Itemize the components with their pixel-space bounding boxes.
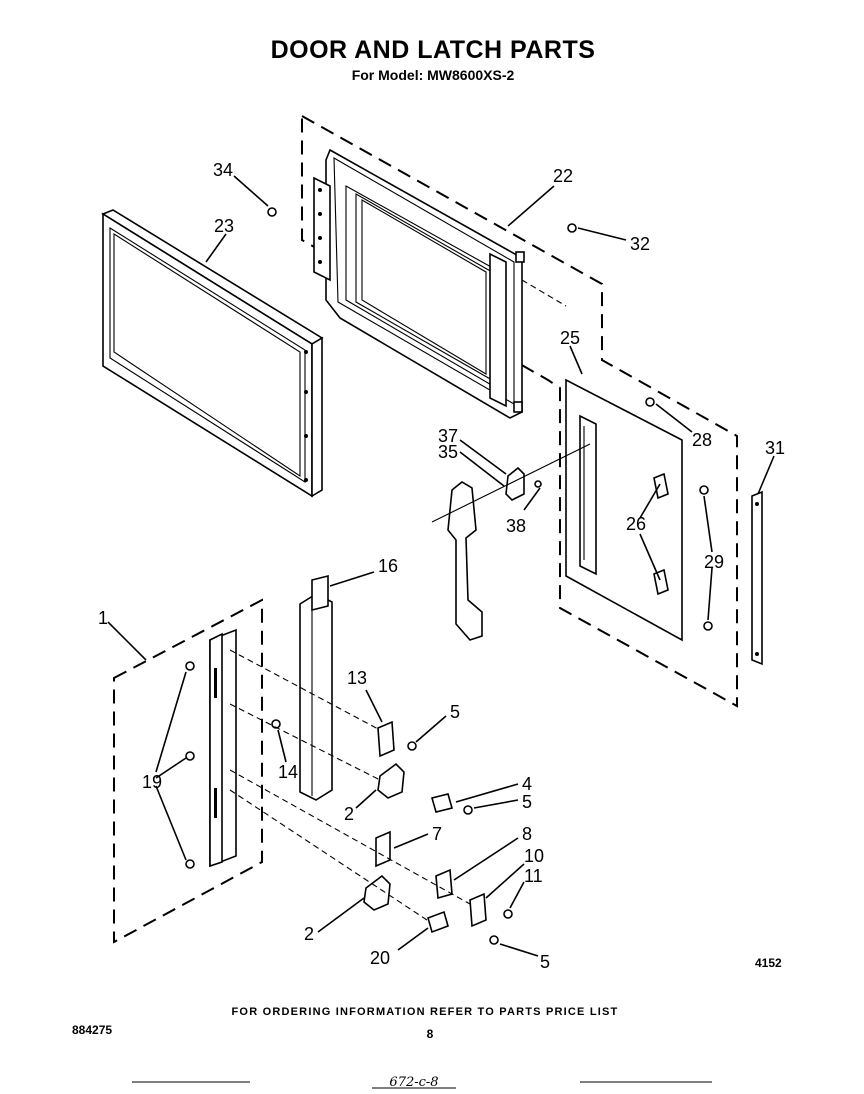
callout-19: 19 [142, 772, 162, 792]
model-subtitle: For Model: MW8600XS-2 [352, 67, 515, 83]
callout-10: 10 [524, 846, 544, 866]
door-frame-part [101, 209, 324, 498]
callout-34: 34 [213, 160, 233, 180]
callout-4: 4 [522, 774, 532, 794]
callout-23: 23 [214, 216, 234, 236]
latch-bracket-part [209, 628, 237, 868]
switch-part-10 [469, 892, 487, 928]
switch-housing-part-2b [363, 874, 391, 911]
callout-20: 20 [370, 948, 390, 968]
page-number: 8 [427, 1027, 434, 1041]
callout-5a: 5 [450, 702, 460, 722]
callout-11: 11 [524, 866, 543, 886]
callout-1: 1 [98, 608, 108, 628]
alignment-lines [229, 279, 567, 923]
callout-25: 25 [560, 328, 580, 348]
switch-part-13 [377, 720, 395, 758]
callout-7: 7 [432, 824, 442, 844]
side-strip-part [751, 490, 763, 666]
channel-part [299, 574, 333, 801]
door-assembly-boundary [301, 114, 738, 708]
inner-door-panel-part [313, 148, 525, 419]
callout-2a: 2 [344, 804, 354, 824]
callout-32: 32 [630, 234, 650, 254]
actuator-part-20 [427, 910, 449, 934]
callout-28: 28 [692, 430, 712, 450]
callout-26: 26 [626, 514, 646, 534]
handwritten-note: 672-c-8 [389, 1075, 438, 1090]
callout-29: 29 [704, 552, 724, 572]
plate-part-7 [375, 830, 391, 868]
switch-housing-part-2a [377, 762, 405, 799]
actuator-part-4 [431, 793, 453, 813]
diagram-number: 4152 [755, 956, 782, 970]
switch-part-8 [435, 868, 453, 900]
callout-22: 22 [553, 166, 573, 186]
callout-labels: 34 22 23 32 25 28 31 37 35 38 26 29 16 1… [98, 160, 785, 972]
callout-5c: 5 [540, 952, 550, 972]
latch-lever-part [431, 443, 591, 641]
callout-37: 37 [438, 426, 458, 446]
callout-14: 14 [278, 762, 298, 782]
document-number: 884275 [72, 1023, 112, 1037]
leader-lines [107, 175, 775, 957]
callout-16: 16 [378, 556, 398, 576]
callout-13: 13 [347, 668, 367, 688]
page-title: DOOR AND LATCH PARTS [271, 36, 596, 64]
callout-2b: 2 [304, 924, 314, 944]
latch-assembly-boundary [113, 598, 263, 944]
callout-38: 38 [506, 516, 526, 536]
callout-31: 31 [765, 438, 785, 458]
callout-5b: 5 [522, 792, 532, 812]
ordering-note: FOR ORDERING INFORMATION REFER TO PARTS … [232, 1006, 619, 1018]
callout-35: 35 [438, 442, 458, 462]
callout-8: 8 [522, 824, 532, 844]
latch-plate-part [565, 378, 683, 642]
